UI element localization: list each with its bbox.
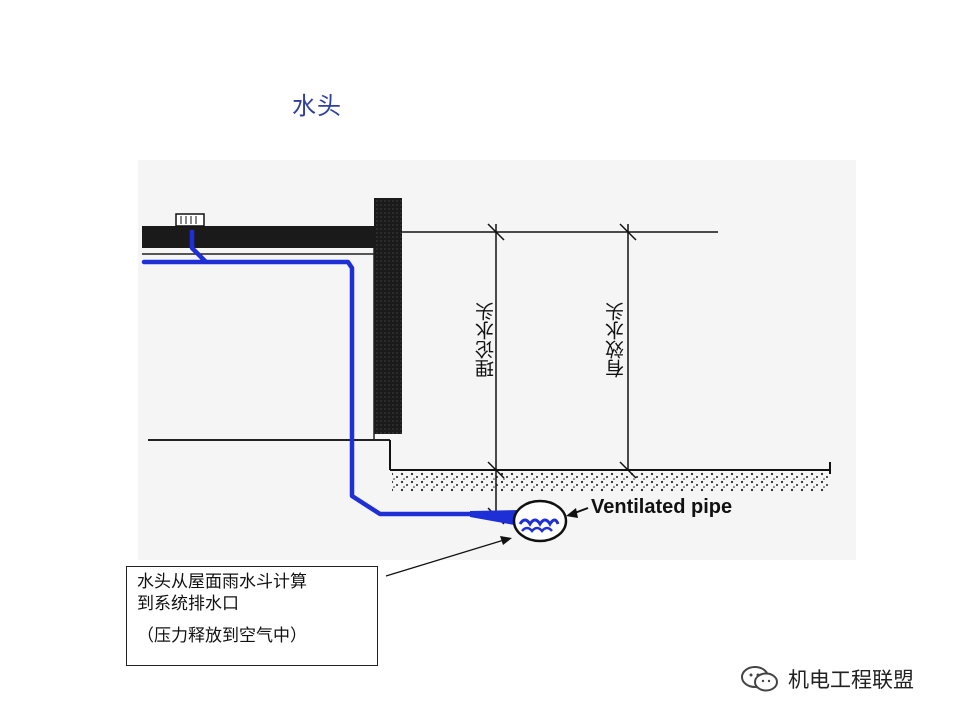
- drain-pipe: [141, 230, 472, 517]
- roof-drain-icon: [175, 213, 205, 227]
- note-pointer: [385, 539, 505, 577]
- wechat-icon: [741, 666, 778, 692]
- effective-head-dimension: [619, 223, 637, 479]
- effective-head-label: 有效水头: [605, 302, 627, 378]
- pipe-outlet-flare: [470, 510, 520, 526]
- theoretical-head-label: 理论水头: [475, 302, 497, 378]
- page-title: 水头: [292, 92, 342, 120]
- note-line-2: 到系统排水口: [137, 594, 239, 614]
- ventilated-pipe-outlet: [512, 499, 568, 543]
- watermark: 机电工程联盟: [740, 664, 914, 694]
- ventilated-pipe-label: Ventilated pipe: [591, 496, 733, 518]
- roof-slab: [142, 226, 374, 248]
- note-line-1: 水头从屋面雨水斗计算: [137, 572, 307, 592]
- note-line-3: （压力释放到空气中）: [137, 626, 307, 646]
- note-box: 水头从屋面雨水斗计算 到系统排水口 （压力释放到空气中）: [126, 566, 378, 666]
- wall: [374, 198, 402, 434]
- watermark-text: 机电工程联盟: [788, 668, 914, 692]
- gravel-fill: [392, 472, 828, 492]
